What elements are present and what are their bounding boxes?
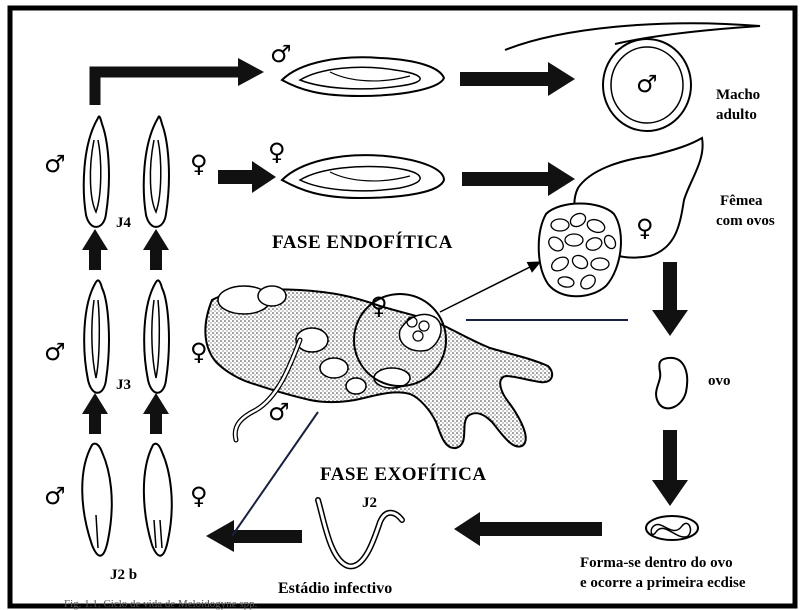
female-developing-worm: [282, 155, 444, 198]
male-symbol-j2b: ♂: [44, 484, 66, 508]
label-molt-line1: Forma-se dentro do ovo: [580, 554, 733, 572]
label-j3: J3: [116, 376, 131, 394]
female-symbol-j3: ♀: [190, 340, 208, 364]
label-j2: J2: [362, 494, 377, 512]
arrow-egg-to-molt: [652, 430, 688, 506]
female-symbol-j2b: ♀: [190, 484, 208, 508]
label-egg: ovo: [708, 372, 731, 390]
phase-endophytic: FASE ENDOFÍTICA: [272, 232, 453, 254]
label-j4: J4: [116, 214, 131, 232]
male-symbol-j3: ♂: [44, 340, 66, 364]
label-j2b: J2 b: [110, 566, 137, 584]
phase-exophytic: FASE EXOFÍTICA: [320, 464, 487, 486]
male-symbol-adult: ♂: [636, 72, 658, 96]
label-infective-stage: Estádio infectivo: [278, 580, 392, 598]
j2-infective-worm: [318, 500, 402, 566]
label-molt-line2: e ocorre a primeira ecdise: [580, 574, 745, 592]
elbow-arrow: [95, 58, 264, 105]
j2b-female-worm: [144, 444, 172, 556]
egg-with-larva: [646, 516, 698, 540]
female-symbol-root: ♀: [370, 294, 388, 318]
arrow-up-female-j3: [143, 393, 169, 434]
male-symbol-root: ♂: [268, 400, 290, 424]
female-symbol-adult: ♀: [636, 216, 654, 240]
label-male-adult-2: adulto: [716, 106, 757, 124]
label-female-adult-1: Fêmea: [720, 192, 762, 210]
arrow-up-male-j4: [82, 229, 108, 270]
arrow-to-male-adult: [460, 62, 575, 96]
female-symbol-j4: ♀: [190, 152, 208, 176]
arrow-up-female-j4: [143, 229, 169, 270]
male-symbol-top: ♂: [270, 42, 292, 66]
arrow-j2-to-j2b: [206, 520, 302, 552]
figure-caption: Fig. 1.1. Ciclo de vida de Meloidogyne s…: [64, 598, 257, 610]
female-symbol-top: ♀: [268, 140, 286, 164]
zoom-arrow: [440, 262, 540, 312]
arrow-molt-to-j2: [454, 512, 602, 546]
label-female-adult-2: com ovos: [716, 212, 775, 230]
arrow-female-to-egg: [652, 262, 688, 336]
egg-mass: [539, 204, 621, 297]
egg-shape: [656, 358, 687, 409]
male-developing-worm: [282, 57, 444, 96]
arrow-up-male-j3: [82, 393, 108, 434]
arrow-to-female-adult: [462, 162, 575, 196]
male-symbol-j4: ♂: [44, 152, 66, 176]
label-male-adult-1: Macho: [716, 86, 760, 104]
exophytic-divider: [232, 412, 318, 536]
